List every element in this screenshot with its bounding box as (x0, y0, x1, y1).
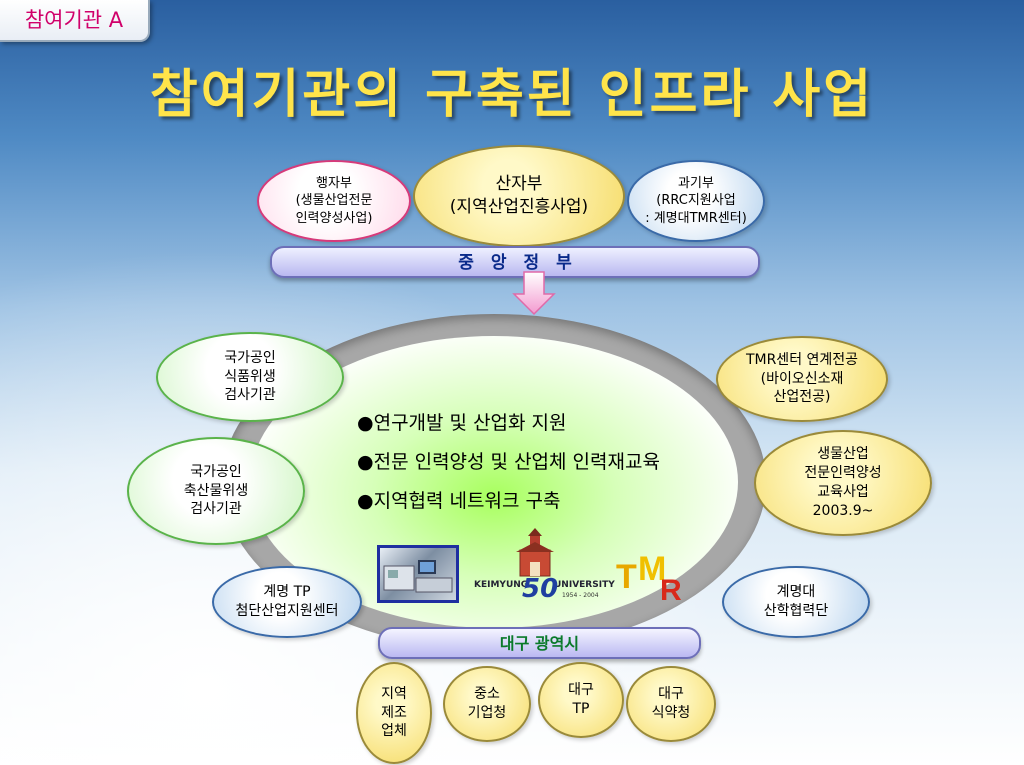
anniversary-years: 1954 - 2004 (562, 592, 599, 599)
lab-photo (377, 545, 459, 603)
ministry-sanja-bubble: 산자부 (지역산업진흥사업) (413, 145, 625, 247)
bio-education-bubble: 생물산업 전문인력양성 교육사업 2003.9~ (754, 430, 932, 536)
daegu-metropolitan-bar: 대구 광역시 (378, 627, 701, 659)
corner-tab: 참여기관 A (0, 0, 150, 42)
tmr-logo-r: R (660, 574, 682, 607)
university-name-right: UNIVERSITY (554, 580, 615, 590)
center-item: 연구개발 및 산업화 지원 (357, 404, 660, 443)
lab-equipment-icon (383, 560, 453, 593)
slide-title: 참여기관의 구축된 인프라 사업 (149, 65, 875, 125)
center-item: 전문 인력양성 및 산업체 인력재교육 (357, 443, 660, 482)
university-name-left: KEIMYUNG (474, 580, 529, 590)
sme-agency-bubble: 중소 기업청 (443, 666, 531, 742)
ministry-haengja-bubble: 행자부 (생물산업전문 인력양성사업) (257, 160, 411, 242)
keimyung-tp-bubble: 계명 TP 첨단산업지원센터 (212, 566, 362, 638)
anniversary-mark: 50 (522, 574, 559, 604)
central-government-bar: 중 앙 정 부 (270, 246, 760, 278)
keimyung-university-logo (516, 528, 554, 577)
center-item-list: 연구개발 및 산업화 지원 전문 인력양성 및 산업체 인력재교육 지역협력 네… (357, 404, 660, 521)
daegu-tp-bubble: 대구 TP (538, 662, 624, 738)
local-manufacturers-bubble: 지역 제조 업체 (356, 662, 432, 764)
down-arrow-icon (512, 271, 556, 316)
daegu-food-drug-bubble: 대구 식약청 (626, 666, 716, 742)
center-item: 지역협력 네트워크 구축 (357, 482, 660, 521)
food-inspection-bubble: 국가공인 식품위생 검사기관 (156, 332, 344, 422)
keimyung-industry-bubble: 계명대 산학협력단 (722, 566, 870, 638)
ministry-gwagi-bubble: 과기부 (RRC지원사업 : 계명대TMR센터) (627, 160, 765, 242)
livestock-inspection-bubble: 국가공인 축산물위생 검사기관 (127, 437, 305, 545)
tmr-logo-m: M (638, 550, 667, 588)
tmr-major-bubble: TMR센터 연계전공 (바이오신소재 산업전공) (716, 336, 888, 422)
tmr-logo-t: T (616, 558, 637, 596)
